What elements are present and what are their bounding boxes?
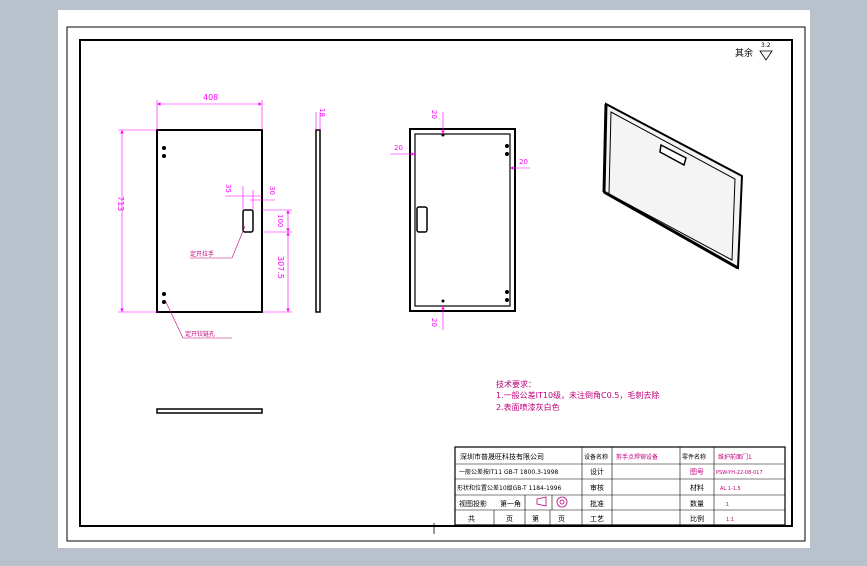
sheet-total-label: 共 [468, 514, 475, 523]
hinge-hole [505, 152, 509, 156]
company-name: 深圳市普晟旺科技有限公司 [460, 452, 544, 461]
scale-value: 1:1 [726, 517, 734, 523]
hinge-hole [505, 290, 509, 294]
dim-handle-height: 100 [276, 214, 284, 227]
dim-height: 713 [116, 196, 125, 211]
handle-slot [242, 209, 254, 233]
quantity-label: 数量 [690, 499, 704, 508]
hinge-hole [441, 299, 445, 303]
hinge-hole [441, 133, 445, 137]
front-view: 408 713 35 30 100 307.5 定开拉手 定开铰链孔 [116, 93, 292, 339]
svg-text:其余: 其余 [735, 47, 753, 59]
geometric-tolerance: 形状和位置公差10级GB-T 1184-1996 [457, 484, 561, 492]
callout-hinge: 定开铰链孔 [185, 330, 215, 338]
drawing-number-label: 图号 [690, 468, 704, 476]
projection-value: 第一角 [500, 499, 521, 508]
hinge-hole [162, 146, 166, 150]
hinge-hole [162, 292, 166, 296]
projection-label: 视图投影 [459, 499, 487, 508]
part-name-label: 零件名称 [682, 453, 706, 461]
dim-bottom: 20 [430, 318, 438, 327]
hinge-hole [505, 298, 509, 302]
tech-title: 技术要求： [496, 379, 536, 389]
tech-line-2: 2.表面喷漆灰白色 [496, 402, 560, 412]
inner-border [79, 39, 793, 527]
projection-symbol-icon [536, 496, 568, 508]
hinge-hole [162, 154, 166, 158]
dim-top: 20 [430, 110, 438, 119]
isometric-view [602, 102, 744, 270]
title-block: 深圳市普晟旺科技有限公司 一般公差按IT11 GB-T 1800.3-1998 … [454, 446, 786, 526]
dim-width: 408 [203, 93, 218, 102]
handle-slot [659, 143, 687, 167]
svg-text:3.2: 3.2 [761, 42, 771, 49]
tech-line-1: 1.一般公差IT10级，未注倒角C0.5，毛刺去除 [496, 390, 659, 400]
side-profile [315, 129, 321, 313]
dim-handle-position: 307.5 [276, 256, 285, 279]
side-view: 18 [315, 108, 326, 313]
equipment-value: 剪手点焊铆设备 [616, 453, 658, 461]
bottom-section-view [156, 408, 263, 414]
approver-label: 批准 [590, 499, 604, 508]
dim-thickness: 18 [318, 108, 326, 117]
door-inner-flange [414, 133, 511, 307]
equipment-label: 设备名称 [584, 453, 608, 461]
sheet-number-unit: 页 [558, 515, 565, 523]
technical-requirements: 技术要求： 1.一般公差IT10级，未注倒角C0.5，毛刺去除 2.表面喷漆灰白… [496, 379, 659, 412]
material-label: 材料 [690, 483, 704, 492]
outer-border [66, 26, 806, 542]
material-value: AL 1-1.5 [720, 486, 741, 492]
door-outer-edge [409, 128, 516, 312]
callout-handle: 定开拉手 [190, 250, 214, 258]
dim-left: 20 [394, 144, 403, 152]
dim-handle-offset-1: 35 [224, 184, 232, 193]
hinge-hole [505, 144, 509, 148]
scale-label: 比例 [690, 514, 704, 523]
general-tolerance: 一般公差按IT11 GB-T 1800.3-1998 [459, 468, 559, 476]
part-name-value: 维护前面门1 [718, 453, 752, 461]
sheet-total-unit: 页 [506, 515, 513, 523]
inner-view: 20 20 20 20 [390, 110, 530, 330]
dim-handle-offset-2: 30 [268, 186, 276, 195]
roughness-symbol: 其余 3.2 [735, 42, 773, 61]
process-label: 工艺 [590, 515, 604, 523]
quantity-value: 1 [726, 502, 729, 508]
drawing-sheet [58, 10, 810, 548]
checker-label: 审核 [590, 483, 604, 492]
designer-label: 设计 [590, 467, 604, 476]
sheet-number-label: 第 [532, 514, 539, 523]
hinge-hole [162, 300, 166, 304]
drawing-number-value: PSW-YH-22-08-017 [716, 470, 763, 476]
door-outline [156, 129, 263, 313]
dim-right: 20 [519, 158, 528, 166]
handle-slot [416, 206, 428, 233]
